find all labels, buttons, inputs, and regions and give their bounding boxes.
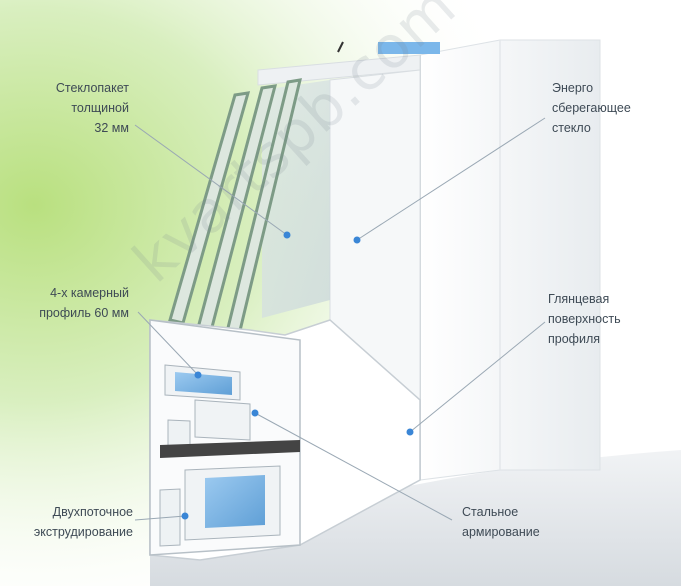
label-steel-reinforcement: Стальное армирование	[462, 505, 540, 539]
marker-glass-unit	[283, 231, 291, 239]
label-glass-unit: Стеклопакет толщиной 32 мм	[55, 81, 129, 135]
gasket-seal	[160, 440, 300, 458]
marker-energy-glass	[353, 236, 361, 244]
marker-dots	[181, 231, 414, 520]
label-four-chamber: 4-х камерный профиль 60 мм	[39, 286, 129, 320]
label-energy-glass: Энерго сберегающее стекло	[552, 81, 631, 135]
label-glossy-surface: Глянцевая поверхность профиля	[548, 292, 621, 346]
steel-reinforcement-sash	[175, 372, 232, 395]
glass-pane-1	[168, 91, 251, 325]
leader-steel-reinforcement	[254, 412, 453, 521]
label-double-extrusion: Двухпоточное экструдирование	[33, 505, 133, 539]
leader-lines	[134, 117, 546, 521]
leader-double-extrusion	[134, 515, 186, 521]
marker-double-extrusion	[181, 512, 189, 520]
leader-glossy-surface	[409, 321, 546, 433]
marker-glossy-surface	[406, 428, 414, 436]
steel-reinforcement-frame	[205, 475, 265, 528]
leader-energy-glass	[356, 117, 546, 241]
chamber-2	[194, 399, 251, 441]
window-sill	[150, 450, 681, 586]
leader-four-chamber	[137, 311, 199, 376]
leader-glass-unit	[134, 124, 288, 236]
marker-steel-reinforcement	[251, 409, 259, 417]
top-clip	[337, 41, 344, 53]
marker-four-chamber	[194, 371, 202, 379]
top-steel-insert	[378, 42, 440, 54]
